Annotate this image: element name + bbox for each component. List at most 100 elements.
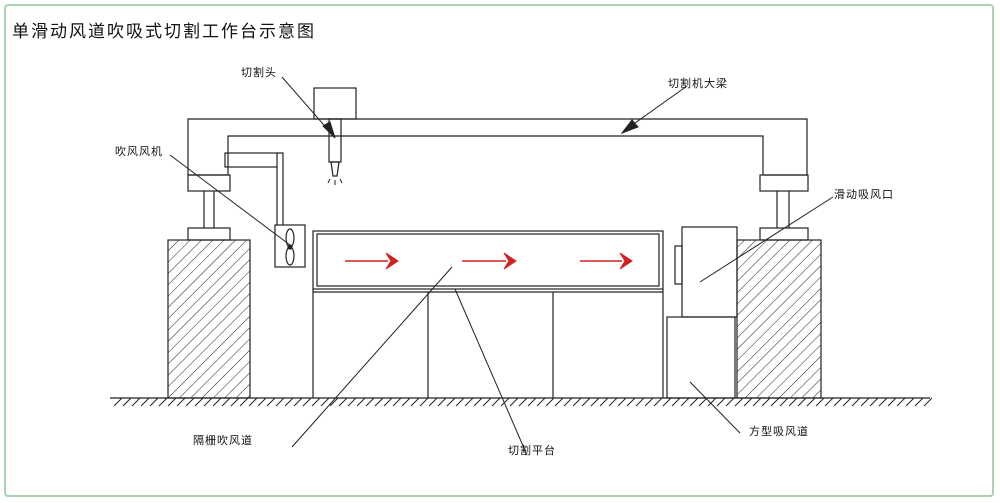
ground-tick xyxy=(365,397,375,407)
ground-tick xyxy=(608,397,618,407)
right-pillar xyxy=(736,239,822,399)
label-sliding-suction-port: 滑动吸风口 xyxy=(834,188,894,201)
ground-tick xyxy=(635,397,645,407)
ground-tick xyxy=(446,397,456,407)
ground-tick xyxy=(419,397,429,407)
right-rail xyxy=(759,174,809,241)
sliding-suction-port xyxy=(674,226,738,318)
ground-tick xyxy=(572,397,582,407)
ground-tick xyxy=(194,397,204,407)
ground-tick xyxy=(464,397,474,407)
ground-tick xyxy=(167,397,177,407)
ground-tick xyxy=(113,397,123,407)
ground-tick xyxy=(716,397,726,407)
ground-tick xyxy=(590,397,600,407)
ground-tick xyxy=(149,397,159,407)
ground-tick xyxy=(752,397,762,407)
ground-tick xyxy=(221,397,231,407)
ground-tick xyxy=(905,397,915,407)
cutting-head xyxy=(313,87,357,185)
ground-tick xyxy=(707,397,717,407)
ground-tick xyxy=(887,397,897,407)
ground-tick xyxy=(482,397,492,407)
ground-tick xyxy=(914,397,924,407)
ground-tick xyxy=(410,397,420,407)
ground-tick xyxy=(230,397,240,407)
ground-tick xyxy=(842,397,852,407)
ground-tick xyxy=(743,397,753,407)
ground-tick xyxy=(644,397,654,407)
label-main-beam: 切割机大梁 xyxy=(668,77,728,90)
airflow-arrows xyxy=(345,252,633,270)
ground-tick xyxy=(428,397,438,407)
ground-tick xyxy=(122,397,132,407)
main-beam xyxy=(187,118,808,176)
left-pillar xyxy=(167,239,251,399)
grille-duct xyxy=(312,230,664,290)
ground-tick xyxy=(203,397,213,407)
ground-tick xyxy=(158,397,168,407)
ground-tick xyxy=(662,397,672,407)
ground-tick xyxy=(833,397,843,407)
ground-tick xyxy=(671,397,681,407)
ground-tick xyxy=(626,397,636,407)
ground-tick xyxy=(284,397,294,407)
ground-tick xyxy=(878,397,888,407)
ground-tick xyxy=(563,397,573,407)
ground-tick xyxy=(527,397,537,407)
ground-tick xyxy=(761,397,771,407)
ground-tick xyxy=(338,397,348,407)
ground-tick xyxy=(689,397,699,407)
label-grille-duct: 隔栅吹风道 xyxy=(193,434,253,447)
ground-tick xyxy=(347,397,357,407)
ground-tick xyxy=(437,397,447,407)
diagram-title: 单滑动风道吹吸式切割工作台示意图 xyxy=(12,22,316,42)
ground-tick xyxy=(329,397,339,407)
ground-tick xyxy=(320,397,330,407)
ground-tick xyxy=(545,397,555,407)
ground-tick xyxy=(455,397,465,407)
ground-tick xyxy=(815,397,825,407)
ground-tick xyxy=(356,397,366,407)
ground-tick xyxy=(860,397,870,407)
ground-tick xyxy=(500,397,510,407)
ground-tick xyxy=(923,397,933,407)
ground-tick xyxy=(680,397,690,407)
ground-tick xyxy=(509,397,519,407)
ground-tick xyxy=(797,397,807,407)
ground-tick xyxy=(869,397,879,407)
label-cutting-platform: 切割平台 xyxy=(508,444,556,457)
ground-tick xyxy=(374,397,384,407)
ground-tick xyxy=(617,397,627,407)
ground-tick xyxy=(806,397,816,407)
ground-tick xyxy=(725,397,735,407)
ground-tick xyxy=(392,397,402,407)
ground-tick xyxy=(554,397,564,407)
ground-tick xyxy=(653,397,663,407)
ground-tick xyxy=(599,397,609,407)
ground-tick xyxy=(824,397,834,407)
leader-lines xyxy=(169,76,834,456)
ground-tick xyxy=(581,397,591,407)
ground-tick xyxy=(851,397,861,407)
ground-tick xyxy=(383,397,393,407)
left-rail xyxy=(187,174,231,241)
ground-tick xyxy=(185,397,195,407)
label-cutting-head: 切割头 xyxy=(241,66,277,79)
ground-tick xyxy=(698,397,708,407)
ground-tick xyxy=(896,397,906,407)
ground-tick xyxy=(788,397,798,407)
cutting-platform xyxy=(312,289,664,398)
blower-fan xyxy=(274,224,306,268)
ground-tick xyxy=(275,397,285,407)
ground-tick xyxy=(257,397,267,407)
ground-tick xyxy=(212,397,222,407)
ground-tick xyxy=(491,397,501,407)
ground-tick xyxy=(311,397,321,407)
ground-tick xyxy=(770,397,780,407)
diagram-frame xyxy=(4,4,994,497)
ground-tick xyxy=(473,397,483,407)
ground-tick xyxy=(140,397,150,407)
label-square-duct: 方型吸风道 xyxy=(749,425,809,438)
